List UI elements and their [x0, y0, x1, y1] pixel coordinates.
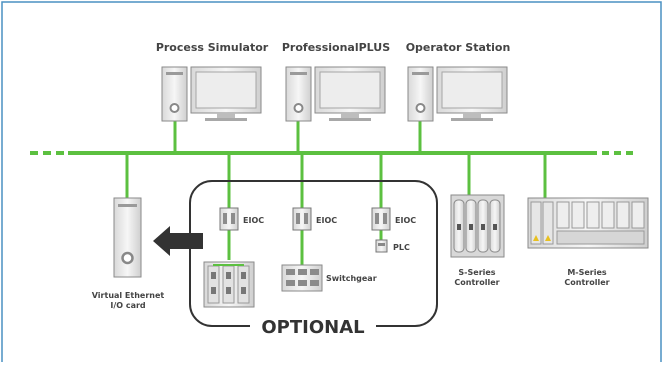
workstation-process-simulator: Process Simulator — [156, 41, 269, 122]
eioc-icon — [371, 207, 391, 231]
pc-tower-icon — [113, 197, 142, 278]
s-series-label-line2: Controller — [454, 278, 499, 287]
eioc-module-3: EIOC — [371, 207, 416, 231]
switchgear-icon — [281, 264, 323, 292]
plc-label: PLC — [393, 243, 410, 252]
s-series-label-line1: S-Series — [458, 268, 495, 277]
warning-icon — [533, 235, 539, 241]
virtual-io-label-line2: I/O card — [110, 301, 146, 310]
diagram-frame — [1, 1, 662, 362]
switchgear: Switchgear — [281, 264, 377, 292]
eioc-module-1: EIOC — [219, 207, 264, 231]
m-series-label-line1: M-Series — [567, 268, 607, 277]
virtual-ethernet-io-card: Virtual Ethernet I/O card — [92, 197, 165, 310]
arrow-left-icon — [153, 226, 203, 256]
eioc-label: EIOC — [316, 216, 337, 225]
optional-label: OPTIONAL — [261, 317, 364, 338]
eioc-module-2: EIOC — [292, 207, 337, 231]
eioc-icon — [292, 207, 312, 231]
field-io-rack — [203, 261, 255, 308]
eioc-icon — [219, 207, 239, 231]
workstation-professionalplus: ProfessionalPLUS — [282, 41, 390, 122]
switchgear-label: Switchgear — [326, 274, 377, 283]
s-series-controller: S-Series Controller — [450, 194, 505, 287]
workstation-label: Operator Station — [406, 41, 511, 54]
plc: PLC — [375, 239, 410, 253]
eioc-label: EIOC — [243, 216, 264, 225]
optional-label-bg — [250, 313, 376, 337]
workstation-operator-station: Operator Station — [406, 41, 511, 122]
eioc-label: EIOC — [395, 216, 416, 225]
workstation-label: ProfessionalPLUS — [282, 41, 390, 54]
workstation-label: Process Simulator — [156, 41, 269, 54]
m-series-label-line2: Controller — [564, 278, 609, 287]
m-series-controller: M-Series Controller — [527, 197, 649, 287]
warning-icon — [545, 235, 551, 241]
virtual-io-label-line1: Virtual Ethernet — [92, 291, 165, 300]
